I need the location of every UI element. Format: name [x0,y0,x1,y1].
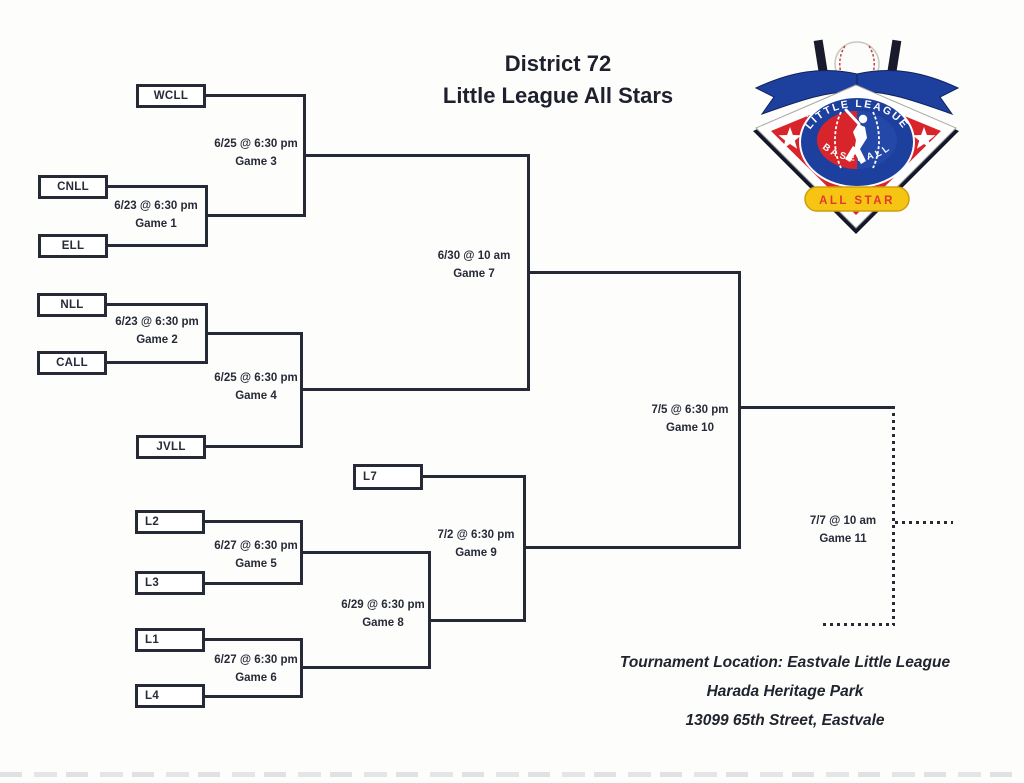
game-6-name: Game 6 [235,671,277,684]
game-4-name: Game 4 [235,389,277,402]
location-line1: Tournament Location: Eastvale Little Lea… [619,654,951,671]
team-box-l1: L1 [135,628,205,652]
game-3-datetime: 6/25 @ 6:30 pm [214,138,298,150]
line-wcll-out [206,94,306,97]
line-l7-out [423,475,526,478]
game-9-label: 7/2 @ 6:30 pm Game 9 [411,527,541,562]
location-line2: Harada Heritage Park [706,683,864,700]
game-1-datetime: 6/23 @ 6:30 pm [114,200,198,212]
line-game10-vertical [738,271,741,549]
line-game11-vertical-dotted [892,406,895,625]
game-11-datetime: 7/7 @ 10 am [809,515,877,527]
line-game6-winner [300,666,431,669]
line-game10-winner [738,406,895,409]
line-l4-out [205,695,303,698]
line-game11-winner-dotted [895,521,953,524]
game-7-label: 6/30 @ 10 am Game 7 [409,248,539,283]
title-line1: District 72 [504,51,612,76]
team-box-l2: L2 [135,510,205,534]
game-5-label: 6/27 @ 6:30 pm Game 5 [191,538,321,573]
game-11-name: Game 11 [819,532,867,545]
line-game1-winner [205,214,306,217]
line-game3-winner [303,154,530,157]
game-6-datetime: 6/27 @ 6:30 pm [214,654,298,666]
game-2-label: 6/23 @ 6:30 pm Game 2 [92,314,222,349]
line-game4-winner [300,388,530,391]
line-game8-vertical [428,551,431,669]
game-8-label: 6/29 @ 6:30 pm Game 8 [318,597,448,632]
game-1-label: 6/23 @ 6:30 pm Game 1 [91,198,221,233]
logo-center-emblem: LITTLE LEAGUE BASEBALL [799,96,915,188]
game-6-label: 6/27 @ 6:30 pm Game 6 [191,652,321,687]
game-4-label: 6/25 @ 6:30 pm Game 4 [191,370,321,405]
line-game7-winner [527,271,741,274]
team-box-l4: L4 [135,684,205,708]
game-11-label: 7/7 @ 10 am Game 11 [778,513,908,548]
line-nll-out [107,303,208,306]
line-call-out [107,361,208,364]
game-7-name: Game 7 [453,267,495,280]
line-game8-winner [428,619,526,622]
game-4-datetime: 6/25 @ 6:30 pm [214,372,298,384]
team-box-ell: ELL [38,234,108,258]
tournament-location: Tournament Location: Eastvale Little Lea… [585,648,985,735]
game-2-datetime: 6/23 @ 6:30 pm [115,316,199,328]
game-1-name: Game 1 [135,217,177,230]
all-star-banner: ALL STAR [804,186,910,212]
line-game9-winner [523,546,741,549]
game-9-datetime: 7/2 @ 6:30 pm [437,529,515,541]
team-box-l3: L3 [135,571,205,595]
little-league-logo: LITTLE LEAGUE BASEBALL ALL STAR [753,39,959,234]
location-line3: 13099 65th Street, Eastvale [685,712,885,729]
line-game5-winner [300,551,431,554]
game-10-label: 7/5 @ 6:30 pm Game 10 [625,402,755,437]
team-box-call: CALL [37,351,107,375]
line-l2-out [205,520,303,523]
page-title: District 72 Little League All Stars [308,48,808,112]
line-ell-out [108,244,208,247]
game-3-label: 6/25 @ 6:30 pm Game 3 [191,136,321,171]
team-box-l7: L7 [353,464,423,490]
game-5-name: Game 5 [235,557,277,570]
game-3-name: Game 3 [235,155,277,168]
batter-silhouette-icon [844,108,868,164]
game-10-datetime: 7/5 @ 6:30 pm [651,404,729,416]
team-box-nll: NLL [37,293,107,317]
team-box-cnll: CNLL [38,175,108,199]
game-7-datetime: 6/30 @ 10 am [437,250,511,262]
line-l3-out [205,582,303,585]
game-2-name: Game 2 [136,333,178,346]
title-line2: Little League All Stars [442,83,674,108]
game-8-datetime: 6/29 @ 6:30 pm [341,599,425,611]
game-9-name: Game 9 [455,546,497,559]
line-l1-out [205,638,303,641]
game-5-datetime: 6/27 @ 6:30 pm [214,540,298,552]
game-8-name: Game 8 [362,616,404,629]
scan-edge-artifact [0,772,1024,777]
line-jvll-out [206,445,303,448]
all-star-banner-text: ALL STAR [819,195,895,207]
game-10-name: Game 10 [666,421,714,434]
team-box-jvll: JVLL [136,435,206,459]
line-game11-lower-dotted [823,623,895,626]
line-game2-winner [205,332,303,335]
team-box-wcll: WCLL [136,84,206,108]
line-cnll-out [108,185,208,188]
